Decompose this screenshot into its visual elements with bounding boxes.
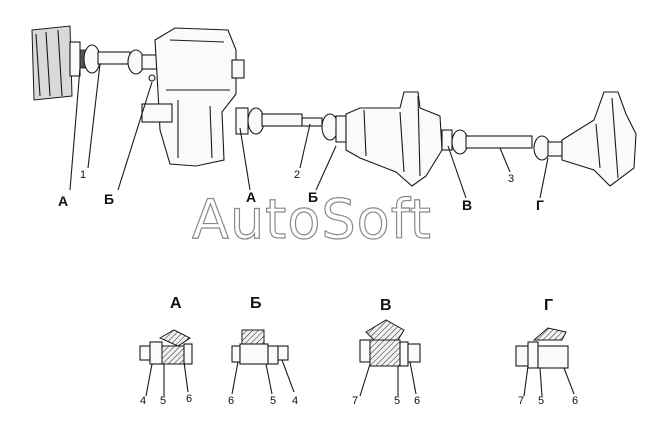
leader-lines — [69, 63, 549, 199]
watermark: AutoSoft — [192, 188, 432, 251]
shaft-3 — [441, 129, 563, 161]
label-a1: А — [58, 193, 68, 209]
detail-v: В 7 5 6 — [352, 297, 421, 407]
label-b2: Б — [308, 189, 318, 205]
part-number-1: 1 — [80, 169, 86, 181]
detail-b-title: Б — [250, 295, 262, 312]
detail-b-part-3: 4 — [292, 395, 298, 407]
detail-g: Г 7 5 6 — [515, 297, 578, 407]
detail-a-title: А — [170, 295, 182, 312]
part-number-3: 3 — [508, 173, 514, 185]
detail-g-title: Г — [544, 297, 553, 314]
detail-b-part-2: 5 — [270, 395, 276, 407]
detail-v-title: В — [380, 297, 392, 314]
gearbox-left — [31, 25, 73, 101]
assembly-labels: А Б А Б В Г 1 2 3 — [58, 169, 544, 213]
detail-v-part-2: 5 — [394, 395, 400, 407]
rear-axle — [561, 91, 637, 187]
detail-v-part-1: 7 — [352, 395, 358, 407]
detail-a: А 4 5 6 — [139, 295, 193, 407]
detail-a-part-3: 6 — [186, 393, 192, 405]
detail-v-part-3: 6 — [414, 395, 420, 407]
label-g: Г — [536, 197, 544, 213]
label-b1: Б — [104, 191, 114, 207]
shaft-2 — [235, 107, 347, 143]
detail-g-part-1: 7 — [518, 395, 524, 407]
detail-g-part-3: 6 — [572, 395, 578, 407]
label-a2: А — [246, 189, 256, 205]
label-v: В — [462, 197, 472, 213]
middle-axle — [345, 91, 443, 187]
detail-a-part-2: 5 — [160, 395, 166, 407]
detail-a-part-1: 4 — [140, 395, 146, 407]
shaft-1 — [83, 44, 159, 75]
transfer-case — [141, 27, 245, 167]
detail-b-part-1: 6 — [228, 395, 234, 407]
part-number-2: 2 — [294, 169, 300, 181]
detail-g-part-2: 5 — [538, 395, 544, 407]
detail-b: Б 6 5 4 — [228, 295, 298, 407]
